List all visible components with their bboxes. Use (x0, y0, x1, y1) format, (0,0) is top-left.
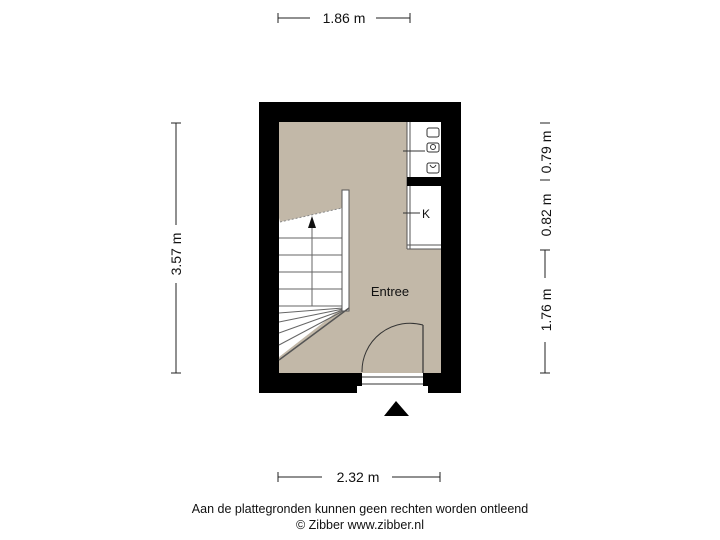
dimension-top-label: 1.86 m (323, 10, 366, 26)
dimension-bottom: 2.32 m (277, 469, 441, 485)
door (357, 322, 428, 386)
dimension-left: 3.57 m (168, 122, 184, 374)
dimension-top: 1.86 m (277, 10, 411, 26)
entrance-arrow-icon (384, 401, 409, 416)
door-opening (357, 373, 428, 393)
dimension-bottom-label: 2.32 m (337, 469, 380, 485)
stair-arrow-icon (308, 216, 316, 228)
dimension-right: 0.79 m 0.82 m 1.76 m (538, 122, 554, 374)
staircase (278, 189, 350, 361)
dimension-right-1-label: 0.79 m (538, 131, 554, 174)
dimension-left-label: 3.57 m (168, 233, 184, 276)
closet-divider-wall (407, 177, 441, 186)
dimension-right-3-label: 1.76 m (538, 289, 554, 332)
meter-icon (403, 127, 440, 174)
dimension-right-2-label: 0.82 m (538, 194, 554, 237)
closet-k-label: K (422, 207, 430, 221)
copyright-text: © Zibber www.zibber.nl (295, 518, 424, 532)
room-label-entree: Entree (371, 284, 409, 299)
disclaimer-text: Aan de plattegronden kunnen geen rechten… (191, 502, 529, 516)
